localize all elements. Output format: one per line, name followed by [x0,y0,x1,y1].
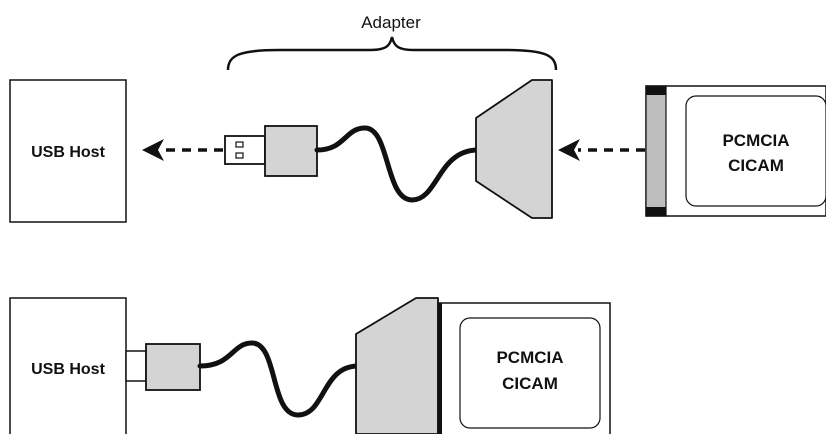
pcmcia-card-connected: PCMCIA CICAM [437,302,611,434]
card-label-area [685,95,826,207]
adapter-housing [475,79,553,219]
card-label-area-connected [459,317,601,429]
usb-host-box-connected [9,297,127,434]
usb-host-box [9,79,127,223]
top-setup: Adapter USB Host PCMCIA CICAM [9,13,826,223]
usb-plug-tip-connected [125,350,147,382]
pcmcia-card: PCMCIA CICAM [645,85,826,217]
card-label-line2-connected: CICAM [502,374,558,393]
card-label-line1: PCMCIA [722,131,789,150]
arrow-head-left-icon [142,139,164,161]
adapter-housing-connected [355,297,439,434]
arrow-head-right-icon [558,139,580,161]
adapter-cable-connected [197,340,361,418]
usb-tip-hole-icon [235,141,244,148]
card-connector-edge [645,85,667,217]
adapter-cable [314,125,481,203]
card-label-line2: CICAM [728,156,784,175]
usb-plug-body [264,125,318,177]
usb-plug-tip [224,135,266,165]
bottom-setup: USB Host PCMCIA CICAM [9,297,611,434]
usb-host-label-connected: USB Host [31,361,105,378]
card-label-line1-connected: PCMCIA [496,348,563,367]
adapter-brace [226,36,558,71]
adapter-label: Adapter [361,13,421,32]
usb-plug-body-connected [145,343,201,391]
usb-tip-hole-icon [235,152,244,159]
usb-host-label: USB Host [31,144,105,161]
